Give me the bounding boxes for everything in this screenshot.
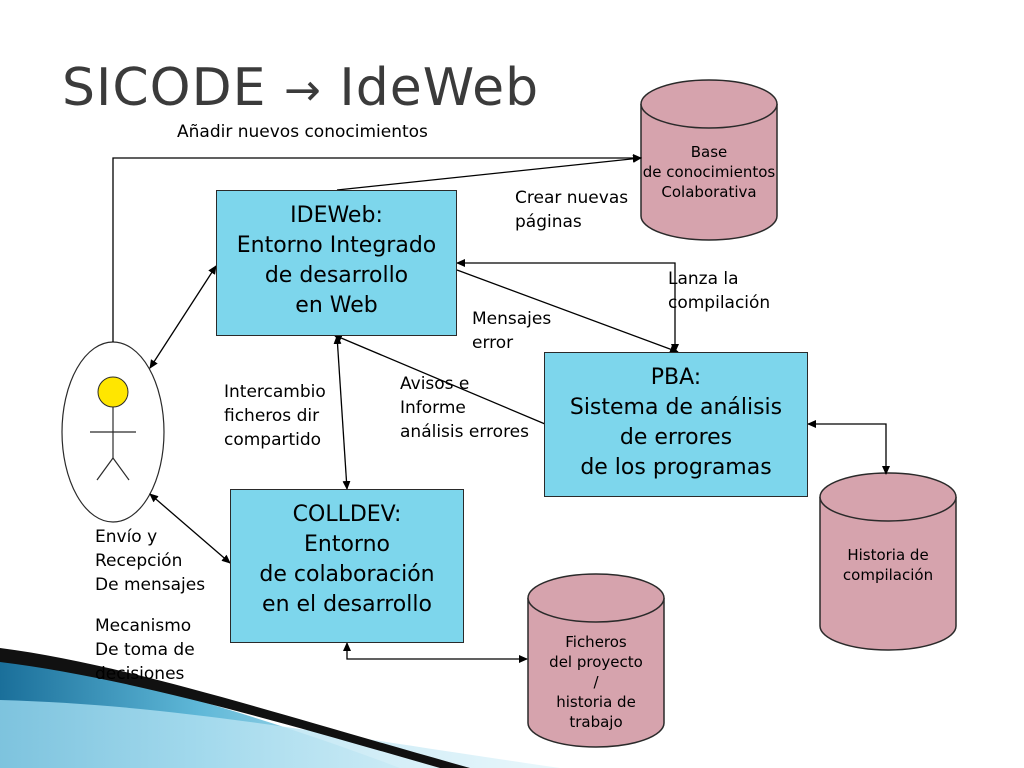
box-pba-title: PBA: [545,363,807,393]
cylinder-base-line: Colaborativa [661,183,757,201]
box-pba-line: de los programas [580,455,772,480]
label-lanza-compilacion: Lanza la compilación [668,267,770,315]
label-crear-line: Crear nuevas [515,188,629,208]
arrow-actor-colldev [149,493,231,564]
label-mensajes-error: Mensajes error [472,307,551,355]
cylinder-ficheros-line: / [593,673,599,691]
box-colldev-name: COLLDEV [292,502,394,527]
label-avisos-informe: Avisos e Informe análisis errores [400,372,529,444]
box-colldev: COLLDEV: Entorno de colaboración en el d… [230,489,464,643]
actor-usuario [61,341,165,523]
arrow-actor-ideweb [149,265,217,369]
decorative-swoosh [0,648,560,768]
box-pba-name: PBA [650,365,694,390]
arrow-lanza-compilacion [456,259,679,353]
box-pba-line: Sistema de análisis [569,395,783,420]
arrow-pba-historia [807,420,890,475]
label-intercambio-line: compartido [224,430,322,450]
title-arrow: → [284,65,322,116]
label-envio-line: Envío y [95,527,158,547]
label-mensajes-line: error [472,333,514,353]
label-avisos-line: Avisos e [400,374,470,394]
cylinder-historia-line: Historia de [847,546,929,564]
cylinder-base-conocimientos [640,79,778,241]
arrow-mensajes-error [456,269,679,353]
box-colldev-title: COLLDEV: [231,500,463,530]
box-ideweb-name: IDEWeb [290,203,376,228]
label-avisos-line: análisis errores [400,422,529,442]
title-left: SICODE [62,58,267,118]
cylinder-ficheros-line: historia de [556,693,636,711]
label-anadir-text: Añadir nuevos conocimientos [177,122,428,142]
label-lanza-line: Lanza la [668,269,739,289]
arrow-crear-paginas [336,154,642,191]
label-envio-line: De mensajes [95,575,206,595]
arrow-anadir-conocimientos [112,154,642,342]
box-colldev-line: Entorno [304,532,390,557]
cylinder-historia-line: compilación [842,566,934,584]
arrow-avisos [333,334,546,425]
box-ideweb-colon: : [375,203,383,228]
label-mecanismo-decisiones: Mecanismo De toma de decisiones [95,614,195,686]
cylinder-historia-text: Historia de compilación [820,545,956,585]
cylinder-base-line: de conocimientos [642,163,776,181]
box-pba-line: de errores [619,425,733,450]
cylinder-ficheros-line: del proyecto [549,653,643,671]
label-lanza-line: compilación [668,293,771,313]
arrow-intercambio-ficheros [333,335,351,490]
label-mecanismo-line: Mecanismo [95,616,192,636]
arrow-colldev-ficheros [343,642,528,663]
label-mecanismo-line: decisiones [95,664,185,684]
actor-head [97,376,129,408]
label-intercambio-ficheros: Intercambio ficheros dir compartido [224,380,326,452]
box-pba-colon: : [693,365,702,390]
box-ideweb-line: de desarrollo [264,263,409,288]
cylinder-ficheros-proyecto [527,573,665,748]
label-crear-line: páginas [515,212,582,232]
cylinder-base-line: Base [690,143,728,161]
label-mecanismo-line: De toma de [95,640,195,660]
label-intercambio-line: Intercambio [224,382,326,402]
cylinder-base-text: Base de conocimientos Colaborativa [626,142,792,202]
box-ideweb-line: Entorno Integrado [236,233,437,258]
cylinder-historia-compilacion [819,472,957,651]
cylinder-ficheros-line: trabajo [569,713,623,731]
label-envio-line: Recepción [95,551,183,571]
label-envio-recepcion: Envío y Recepción De mensajes [95,525,205,597]
box-ideweb-title: IDEWeb: [217,201,456,231]
label-avisos-line: Informe [400,398,466,418]
connectors [112,154,890,663]
title-right: IdeWeb [339,58,540,118]
page-title: SICODE → IdeWeb [62,58,539,118]
cylinder-ficheros-text: Ficheros del proyecto / historia de trab… [528,632,664,732]
box-pba: PBA: Sistema de análisis de errores de l… [544,352,808,497]
label-anadir-conocimientos: Añadir nuevos conocimientos [177,120,428,144]
box-colldev-colon: : [393,502,402,527]
box-colldev-line: de colaboración [259,562,435,587]
label-mensajes-line: Mensajes [472,309,552,329]
cylinder-ficheros-line: Ficheros [565,633,627,651]
box-colldev-line: en el desarrollo [262,592,432,617]
box-ideweb: IDEWeb: Entorno Integrado de desarrollo … [216,190,457,336]
label-crear-paginas: Crear nuevas páginas [515,186,628,234]
box-ideweb-line: en Web [295,293,378,318]
label-intercambio-line: ficheros dir [224,406,320,426]
